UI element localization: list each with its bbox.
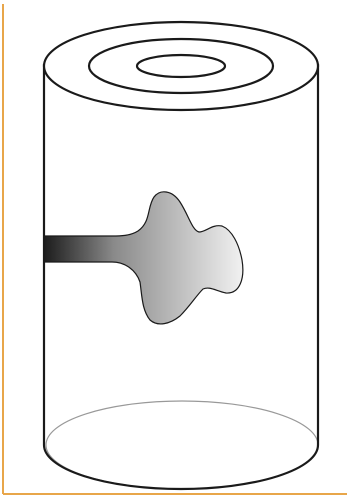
cylinder-top-face (44, 22, 318, 110)
branch-knot (44, 192, 243, 324)
cylinder-bottom-front-edge (44, 445, 318, 489)
